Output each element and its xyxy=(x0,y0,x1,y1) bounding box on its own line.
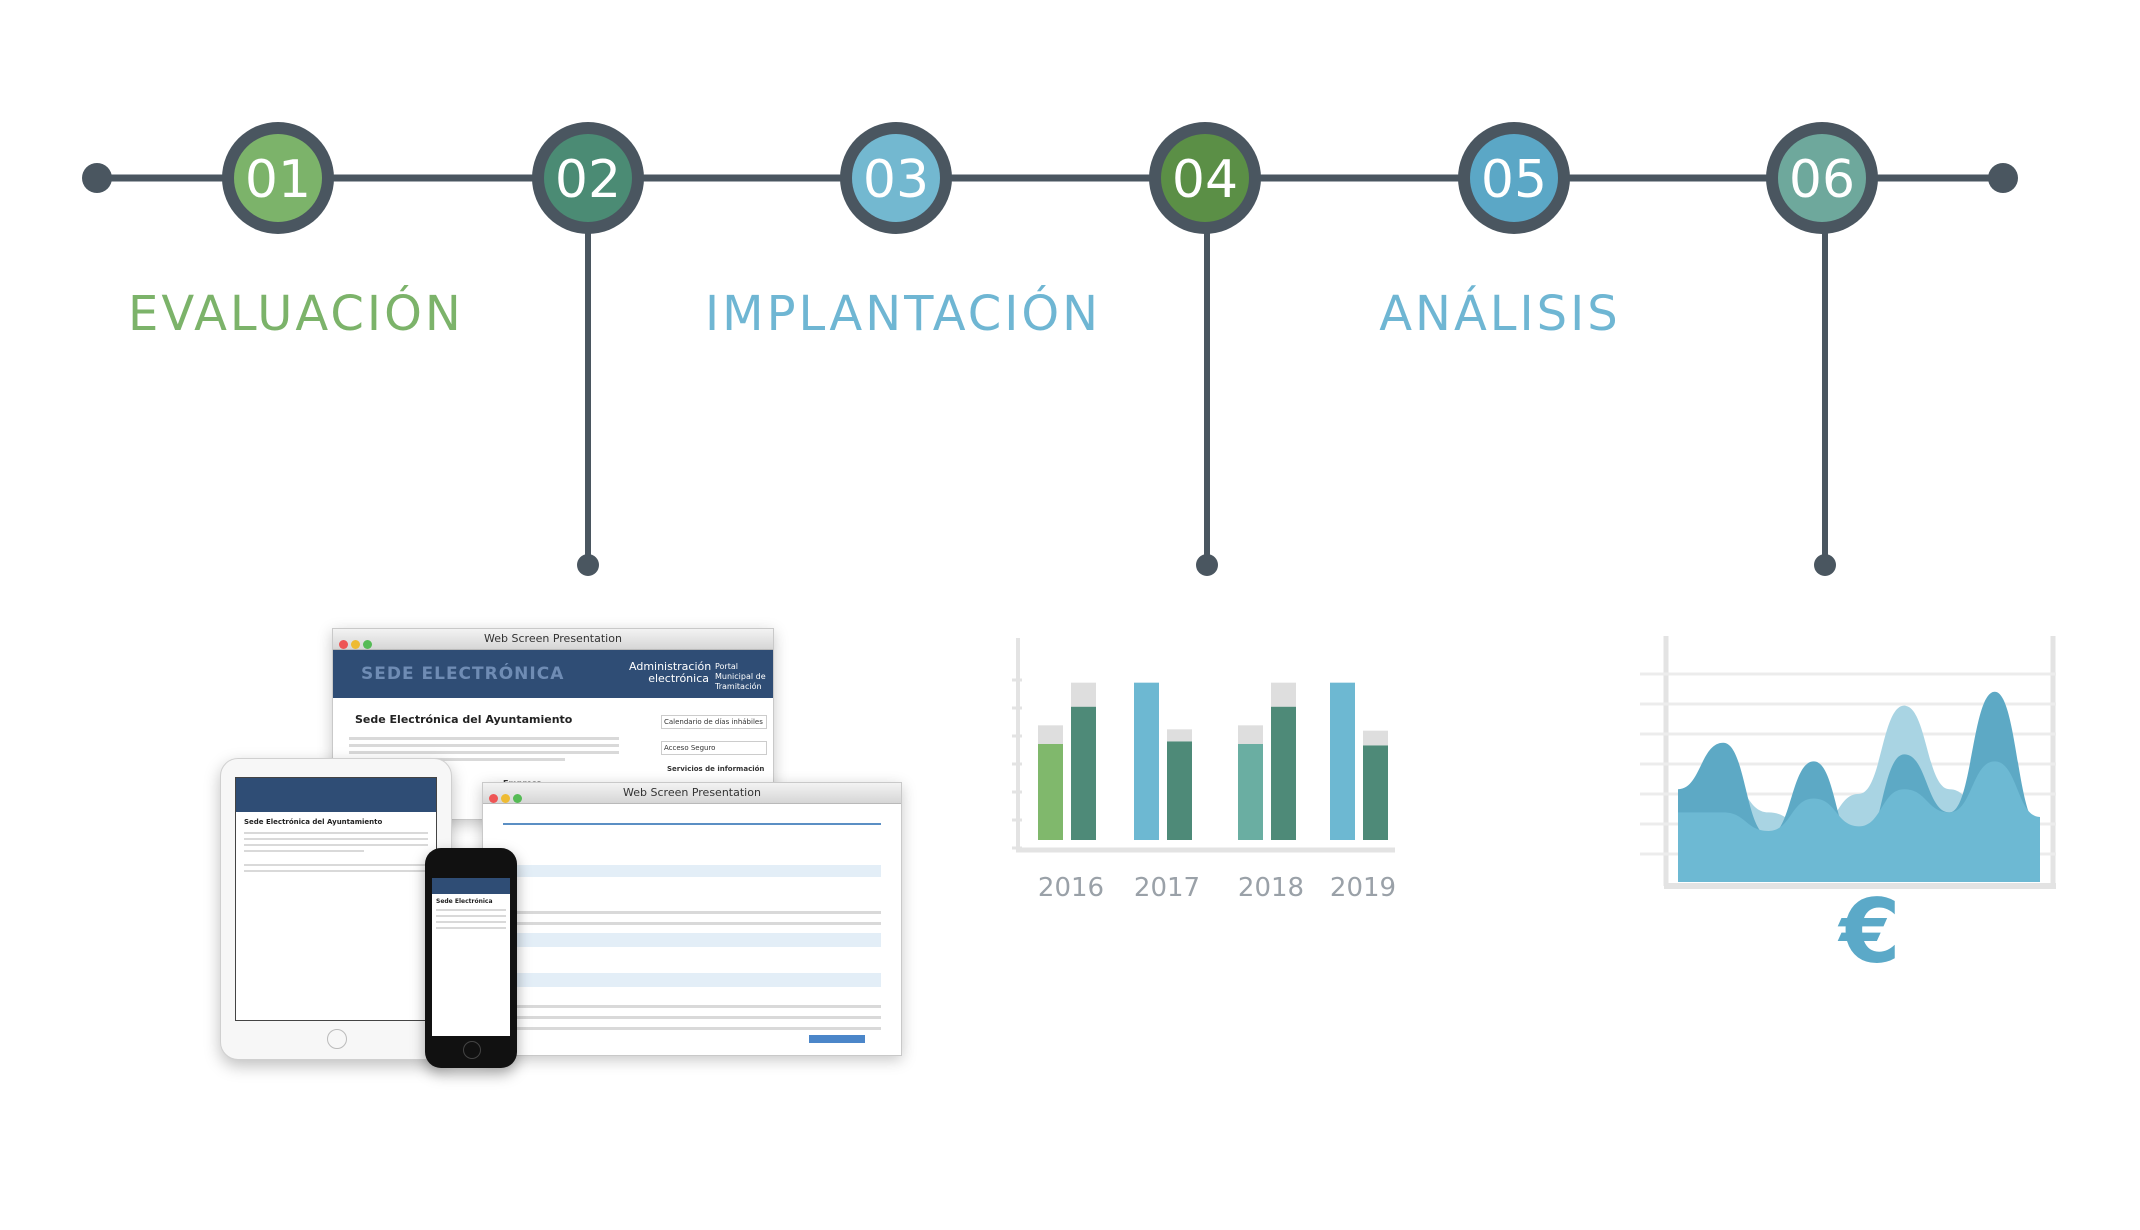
phase-analisis: ANÁLISIS xyxy=(1379,286,1621,342)
step-number-03: 03 xyxy=(863,150,929,210)
step-number-01: 01 xyxy=(245,150,311,210)
bar-category-label-2018: 2018 xyxy=(1238,873,1304,903)
connector-dot-3 xyxy=(1814,554,1836,576)
bar-category-label-2016: 2016 xyxy=(1038,873,1104,903)
step-number-06: 06 xyxy=(1789,150,1855,210)
side-services: Servicios de información xyxy=(667,765,765,773)
bar-2017-2 xyxy=(1167,741,1192,840)
step-number-05: 05 xyxy=(1481,150,1547,210)
step-circle-02 xyxy=(544,134,632,222)
phase-evaluacion: EVALUACIÓN xyxy=(128,286,464,342)
bar-2016-2 xyxy=(1071,706,1096,840)
site-portal-label: Portal Municipal de Tramitación xyxy=(715,662,766,691)
window-title: Web Screen Presentation xyxy=(484,632,622,645)
page-heading: Sede Electrónica del Ayuntamiento xyxy=(355,713,573,726)
window-controls xyxy=(339,634,375,653)
bar-category-label-2017: 2017 xyxy=(1134,873,1200,903)
step-circle-05 xyxy=(1470,134,1558,222)
side-calendar: Calendario de días inhábiles xyxy=(661,715,767,729)
bar-cap-2016-2 xyxy=(1071,682,1096,707)
site-header: SEDE ELECTRÓNICA Administración electrón… xyxy=(333,650,773,698)
bar-2017-1 xyxy=(1134,682,1159,840)
tablet-device: Sede Electrónica del Ayuntamiento xyxy=(220,758,452,1060)
bar-cap-2018-1 xyxy=(1238,725,1263,744)
window-titlebar-2: Web Screen Presentation xyxy=(483,783,901,804)
phone-screen: Sede Electrónica xyxy=(432,878,510,1036)
area-series-3 xyxy=(1678,761,2040,882)
bar-cap-2017-2 xyxy=(1167,729,1192,742)
phone-device: Sede Electrónica xyxy=(425,848,517,1068)
bar-cap-2016-1 xyxy=(1038,725,1063,744)
site-admin-logo: Administración electrónica xyxy=(629,660,712,685)
side-access: Acceso Seguro xyxy=(661,741,767,755)
bar-category-label-2019: 2019 xyxy=(1330,873,1396,903)
bar-cap-2019-2 xyxy=(1363,730,1388,746)
bar-cap-2018-2 xyxy=(1271,682,1296,707)
window-controls-2 xyxy=(489,788,525,807)
tablet-screen: Sede Electrónica del Ayuntamiento xyxy=(235,777,437,1021)
step-number-02: 02 xyxy=(555,150,621,210)
window-titlebar: Web Screen Presentation xyxy=(333,629,773,650)
step-number-04: 04 xyxy=(1172,150,1238,210)
bar-2018-1 xyxy=(1238,744,1263,840)
timeline-start-dot xyxy=(82,163,112,193)
connector-dot-1 xyxy=(577,554,599,576)
front-browser-window: Web Screen Presentation xyxy=(482,782,902,1056)
step-circle-04 xyxy=(1161,134,1249,222)
step-circle-03 xyxy=(852,134,940,222)
bar-2019-1 xyxy=(1330,682,1355,840)
step-circle-06 xyxy=(1778,134,1866,222)
site-brand: SEDE ELECTRÓNICA xyxy=(361,664,565,684)
bar-2019-2 xyxy=(1363,745,1388,840)
phone-heading: Sede Electrónica xyxy=(436,898,493,905)
bar-2018-2 xyxy=(1271,706,1296,840)
bar-2016-1 xyxy=(1038,744,1063,840)
euro-icon: € xyxy=(1839,880,1901,983)
phase-implantacion: IMPLANTACIÓN xyxy=(705,286,1102,342)
tablet-heading: Sede Electrónica del Ayuntamiento xyxy=(244,818,383,826)
window-title-2: Web Screen Presentation xyxy=(623,786,761,799)
devices-illustration: Web Screen Presentation SEDE ELECTRÓNICA… xyxy=(220,628,902,1098)
step-circle-01 xyxy=(234,134,322,222)
connector-dot-2 xyxy=(1196,554,1218,576)
timeline-end-dot xyxy=(1988,163,2018,193)
